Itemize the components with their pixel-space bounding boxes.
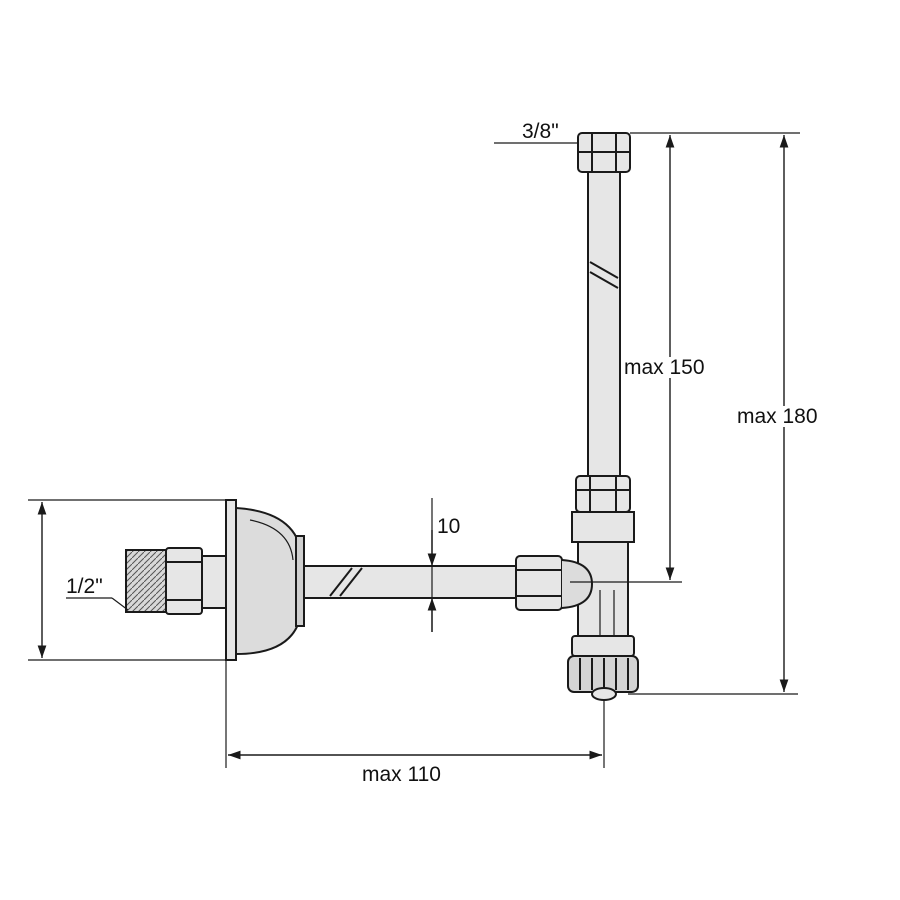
dimension-arrows: [37, 135, 789, 760]
dimension-10-text: 10: [437, 515, 461, 538]
valve-handle-knob: [567, 635, 639, 701]
top-valve-collar: [571, 475, 635, 543]
wall-flange: [225, 499, 305, 661]
thread-size-left-label: 1/2": [66, 576, 103, 597]
top-nut: [577, 132, 631, 173]
horizontal-nut: [515, 555, 563, 611]
horizontal-pipe: [303, 565, 517, 599]
dimension-max-110-text: max 110: [362, 763, 441, 786]
dimension-max-110-label: max 110: [362, 764, 441, 785]
dimension-max-150-text: max 150: [624, 356, 705, 379]
left-threaded-connector: [125, 547, 227, 615]
extension-lines: [28, 132, 800, 768]
dimension-max-180-text: max 180: [737, 405, 818, 428]
thread-size-top-label: 3/8": [522, 121, 559, 142]
thread-size-left-text: 1/2": [66, 575, 103, 598]
dimension-10-label: 10: [437, 516, 460, 537]
vertical-pipe: [587, 171, 621, 477]
dimension-max-150-label: max 150: [624, 357, 705, 378]
valve-body: [561, 539, 629, 641]
thread-size-top-text: 3/8": [522, 120, 559, 143]
dimension-max-180-label: max 180: [737, 406, 818, 427]
